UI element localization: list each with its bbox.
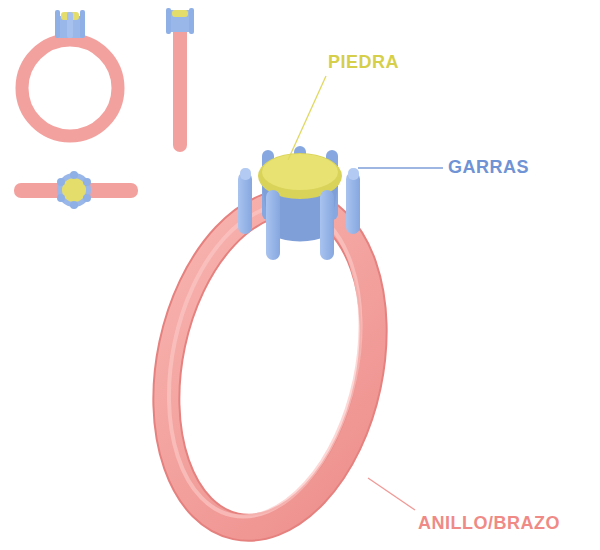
top-view: [14, 171, 138, 209]
leader-line: [368, 478, 415, 510]
front-view: [22, 10, 118, 136]
side-view: [166, 8, 194, 152]
leader-line: [288, 76, 326, 160]
part-label: ANILLO/BRAZO: [418, 513, 560, 534]
main-ring: [138, 183, 402, 547]
part-label: PIEDRA: [328, 52, 399, 73]
leader-line: [358, 167, 443, 168]
part-label: GARRAS: [448, 157, 529, 178]
prong-setting: [238, 146, 360, 260]
